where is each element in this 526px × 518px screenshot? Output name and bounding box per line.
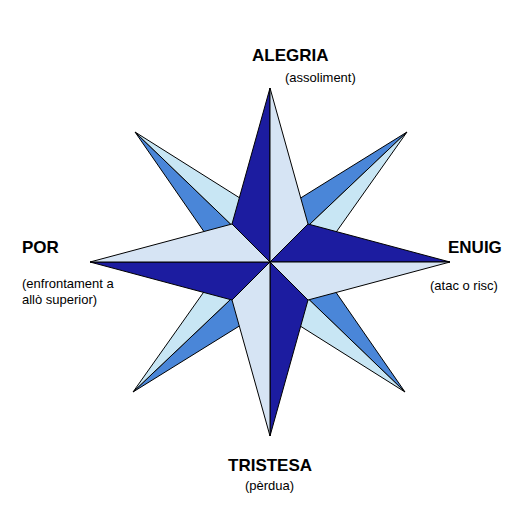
- emotion-note: (enfrontament a allò superior): [22, 276, 126, 308]
- emotion-name: POR: [22, 238, 59, 258]
- emotion-note: (pèrdua): [245, 478, 294, 494]
- emotion-note: (assoliment): [285, 70, 356, 86]
- emotion-note: (atac o risc): [430, 278, 498, 294]
- star-arm: [270, 224, 450, 262]
- emotion-name: ENUIG: [448, 238, 502, 258]
- star-arm: [90, 262, 270, 300]
- star-arm: [270, 262, 308, 436]
- star-arm: [90, 224, 270, 262]
- emotion-name: TRISTESA: [228, 456, 312, 476]
- emotion-name: ALEGRIA: [252, 46, 329, 66]
